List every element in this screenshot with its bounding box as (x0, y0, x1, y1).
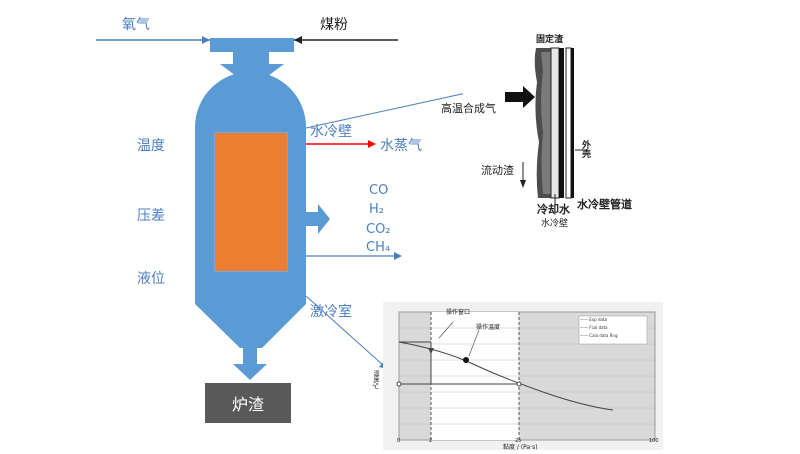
x-tick-0: 0 (397, 438, 401, 444)
steam-arrowhead (368, 140, 376, 148)
inlet-neck (233, 52, 269, 64)
graph-x-label: 黏度 / (Pa·s) (503, 444, 538, 451)
legend-item-1: —— Exp data (580, 317, 607, 322)
water-wall-detail-figure (505, 47, 588, 204)
legend-item-2: —— Fcal data (580, 325, 608, 330)
gas-ch4: CH₄ (366, 240, 391, 255)
graph-y-label: 温度/℃ (372, 370, 379, 392)
gas-co2: CO₂ (366, 222, 391, 237)
x-tick-2: 2 (429, 438, 433, 444)
water-wall-small-label: 水冷壁 (541, 219, 569, 229)
inlet-arrow (220, 64, 284, 88)
ref-marker-right (516, 381, 522, 387)
vessel-cone (195, 304, 306, 348)
quench-leader (305, 295, 385, 367)
quench-label: 激冷室 (310, 304, 352, 320)
water-wall-pipe-label: 水冷壁管道 (577, 198, 632, 211)
operating-window-label: 操作窗口 (446, 309, 471, 316)
coal-arrowhead (294, 36, 302, 44)
viscosity-curve (398, 341, 614, 411)
oxygen-arrowhead (202, 36, 210, 44)
wall-pipe-2 (559, 48, 564, 198)
flowing-slag-label: 流动渣 (481, 164, 514, 177)
inlet-block (210, 38, 294, 52)
shell-label: 外壳 (580, 140, 590, 158)
wall-gap (565, 47, 572, 199)
syngas-arrow-stem (505, 92, 523, 102)
gas-h2: H₂ (369, 202, 384, 217)
gas-outlet-head (318, 204, 330, 234)
operating-temp-label: 操作温度 (476, 324, 501, 331)
slag-arrow-head (233, 364, 267, 380)
operating-point (463, 357, 469, 363)
reaction-core (214, 132, 288, 272)
temp-annotation-leader (468, 329, 480, 357)
syngas-arrow-head (523, 86, 535, 108)
coal-label: 煤粉 (320, 17, 348, 33)
ref-marker-left (396, 381, 402, 387)
x-tick-25: 25 (515, 438, 522, 444)
hot-syngas-label: 高温合成气 (441, 102, 496, 115)
gas-arrowhead (394, 252, 402, 260)
oxygen-label: 氧气 (122, 17, 150, 33)
cooling-water-label: 冷却水 (537, 203, 570, 216)
liquid-level-label: 液位 (137, 271, 165, 287)
wall-pipe-1 (550, 47, 560, 199)
gas-co: CO (369, 183, 389, 198)
water-wall-label: 水冷壁 (310, 124, 352, 140)
slag-box: 炉渣 (205, 383, 291, 423)
legend-item-3: —— Cala data Rng (580, 333, 618, 338)
steam-label: 水蒸气 (380, 138, 422, 154)
slag-texture (541, 52, 551, 194)
flowing-slag-head (520, 180, 526, 188)
gas-outlet-stem (306, 212, 318, 226)
legend-box (578, 315, 648, 345)
x-tick-100: 100 (649, 438, 659, 444)
pressure-diff-label: 压差 (137, 208, 165, 224)
slag-arrow-stem (243, 348, 257, 364)
outer-shell (571, 48, 574, 198)
ref-arrow-down (428, 348, 434, 354)
viscosity-graph (396, 311, 656, 441)
window-annotation-leader (438, 321, 454, 339)
slag-label: 炉渣 (231, 395, 264, 414)
temperature-label: 温度 (137, 138, 165, 154)
fixed-slag-label: 固定渣 (536, 35, 564, 45)
